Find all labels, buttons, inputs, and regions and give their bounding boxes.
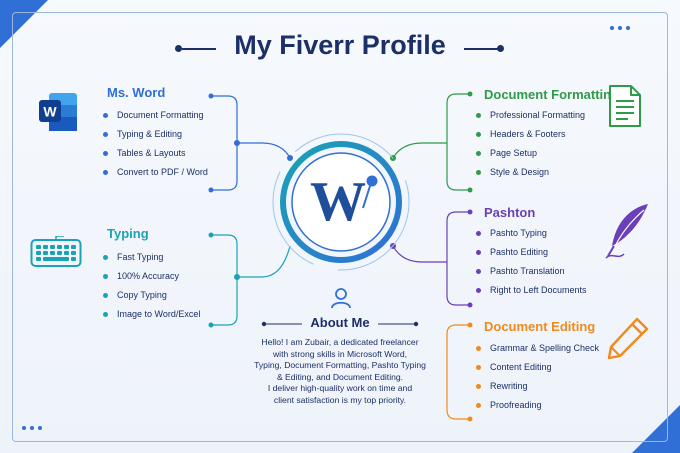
dots-decoration-bottom-left <box>22 426 42 430</box>
corner-decoration-bottom-right <box>632 405 680 453</box>
about-line: & Editing, and Document Editing. <box>276 371 404 382</box>
document-formatting-title: Document Formatting <box>484 87 620 102</box>
about-line: Typing, Document Formatting, Pashto Typi… <box>254 360 426 371</box>
connector-node <box>467 416 473 422</box>
page-frame <box>12 12 668 442</box>
connector-node <box>208 322 214 328</box>
ms-word-title: Ms. Word <box>107 85 166 100</box>
ms-word-list: Document Formatting Typing & Editing Tab… <box>103 106 208 182</box>
connector-node <box>467 322 473 328</box>
title-dot-left <box>175 45 182 52</box>
list-item: Pashto Translation <box>476 262 587 281</box>
dots-decoration-top-right <box>610 26 630 30</box>
list-item: Content Editing <box>476 358 599 377</box>
list-item: Professional Formatting <box>476 106 585 125</box>
list-item: Copy Typing <box>103 286 200 305</box>
list-item: Image to Word/Excel <box>103 305 200 324</box>
center-logo <box>272 133 410 271</box>
connector-node <box>234 140 240 146</box>
list-item: Pashto Typing <box>476 224 587 243</box>
list-item: Headers & Footers <box>476 125 585 144</box>
list-item: Document Formatting <box>103 106 208 125</box>
list-item: Typing & Editing <box>103 125 208 144</box>
pashton-connector <box>392 211 470 306</box>
list-item: 100% Accuracy <box>103 267 200 286</box>
about-line: with strong skills in Microsoft Word, <box>272 348 408 359</box>
about-line: I deliver high-quality work on time and <box>267 383 413 394</box>
corner-decoration-top-left <box>0 0 48 48</box>
connector-node <box>467 209 473 215</box>
list-item: Pashto Editing <box>476 243 587 262</box>
pashton-list: Pashto Typing Pashto Editing Pashto Tran… <box>476 224 587 300</box>
title-rule-right <box>464 48 498 50</box>
word-icon: W <box>37 91 79 138</box>
connector-node <box>467 91 473 97</box>
title-dot-right <box>497 45 504 52</box>
connector-node <box>208 187 214 193</box>
keyboard-icon <box>30 235 82 273</box>
typing-connector <box>211 234 291 326</box>
typing-list: Fast Typing 100% Accuracy Copy Typing Im… <box>103 248 200 324</box>
connector-node <box>234 274 240 280</box>
document-editing-title: Document Editing <box>484 319 596 334</box>
user-icon <box>329 286 353 315</box>
document-formatting-list: Professional Formatting Headers & Footer… <box>476 106 585 182</box>
about-me-text: Hello! I am Zubair, a dedicated freelanc… <box>240 337 440 407</box>
connector-node <box>208 232 214 238</box>
about-line: Hello! I am Zubair, a dedicated freelanc… <box>261 337 419 347</box>
document-icon <box>608 84 642 133</box>
document-editing-list: Grammar & Spelling Check Content Editing… <box>476 339 599 415</box>
quill-icon <box>604 202 650 265</box>
document-formatting-connector <box>392 93 470 191</box>
connector-node <box>467 302 473 308</box>
svg-text:W: W <box>43 104 57 120</box>
list-item: Convert to PDF / Word <box>103 163 208 182</box>
page-title: My Fiverr Profile <box>234 30 446 60</box>
pencil-icon <box>606 316 650 365</box>
about-line: client satisfaction is my top priority. <box>273 394 407 405</box>
connector-node <box>287 155 293 161</box>
title-rule-left <box>182 48 216 50</box>
connector-node <box>467 187 473 193</box>
list-item: Rewriting <box>476 377 599 396</box>
connector-node <box>208 93 214 99</box>
list-item: Grammar & Spelling Check <box>476 339 599 358</box>
pashton-title: Pashton <box>484 205 536 220</box>
typing-title: Typing <box>107 226 149 241</box>
list-item: Style & Design <box>476 163 585 182</box>
list-item: Proofreading <box>476 396 599 415</box>
list-item: Fast Typing <box>103 248 200 267</box>
list-item: Right to Left Documents <box>476 281 587 300</box>
list-item: Tables & Layouts <box>103 144 208 163</box>
list-item: Page Setup <box>476 144 585 163</box>
about-me-title: About Me <box>310 315 370 330</box>
logo-letter: W <box>310 171 366 233</box>
document-editing-connector <box>446 324 470 420</box>
